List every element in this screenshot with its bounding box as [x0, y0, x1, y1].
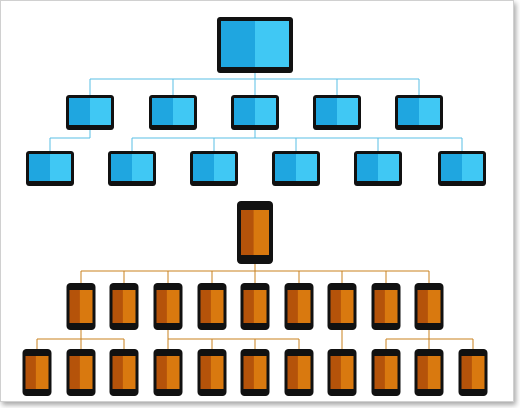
level3-phone-1	[22, 349, 52, 396]
level2-phone-6	[284, 283, 314, 330]
level3-monitor-3	[190, 151, 238, 186]
level2-phone-9	[414, 283, 444, 330]
level3-phone-2	[66, 349, 96, 396]
level3-phone-5	[197, 349, 227, 396]
root-phone	[237, 201, 273, 264]
level2-monitor-3	[231, 95, 279, 130]
level3-phone-3	[109, 349, 139, 396]
level3-monitor-6	[438, 151, 486, 186]
diagram-frame	[0, 0, 514, 402]
level3-phone-11	[458, 349, 488, 396]
monitor-hierarchy-tree	[26, 17, 486, 186]
level2-phone-1	[66, 283, 96, 330]
level3-phone-10	[414, 349, 444, 396]
level2-phone-5	[240, 283, 270, 330]
level2-monitor-2	[149, 95, 197, 130]
level3-monitor-5	[354, 151, 402, 186]
level2-monitor-4	[313, 95, 361, 130]
level2-phone-8	[371, 283, 401, 330]
level3-monitor-4	[272, 151, 320, 186]
level2-monitor-5	[395, 95, 443, 130]
level3-phone-8	[327, 349, 357, 396]
level3-monitor-2	[108, 151, 156, 186]
level3-monitor-1	[26, 151, 74, 186]
level2-phone-4	[197, 283, 227, 330]
level2-phone-3	[153, 283, 183, 330]
level3-phone-7	[284, 349, 314, 396]
hierarchy-diagram	[22, 17, 488, 396]
level3-phone-4	[153, 349, 183, 396]
level2-monitor-1	[66, 95, 114, 130]
level2-phone-2	[109, 283, 139, 330]
level2-phone-7	[327, 283, 357, 330]
level3-phone-6	[240, 349, 270, 396]
phone-hierarchy-tree	[22, 201, 488, 396]
root-monitor	[217, 17, 293, 73]
level3-phone-9	[371, 349, 401, 396]
